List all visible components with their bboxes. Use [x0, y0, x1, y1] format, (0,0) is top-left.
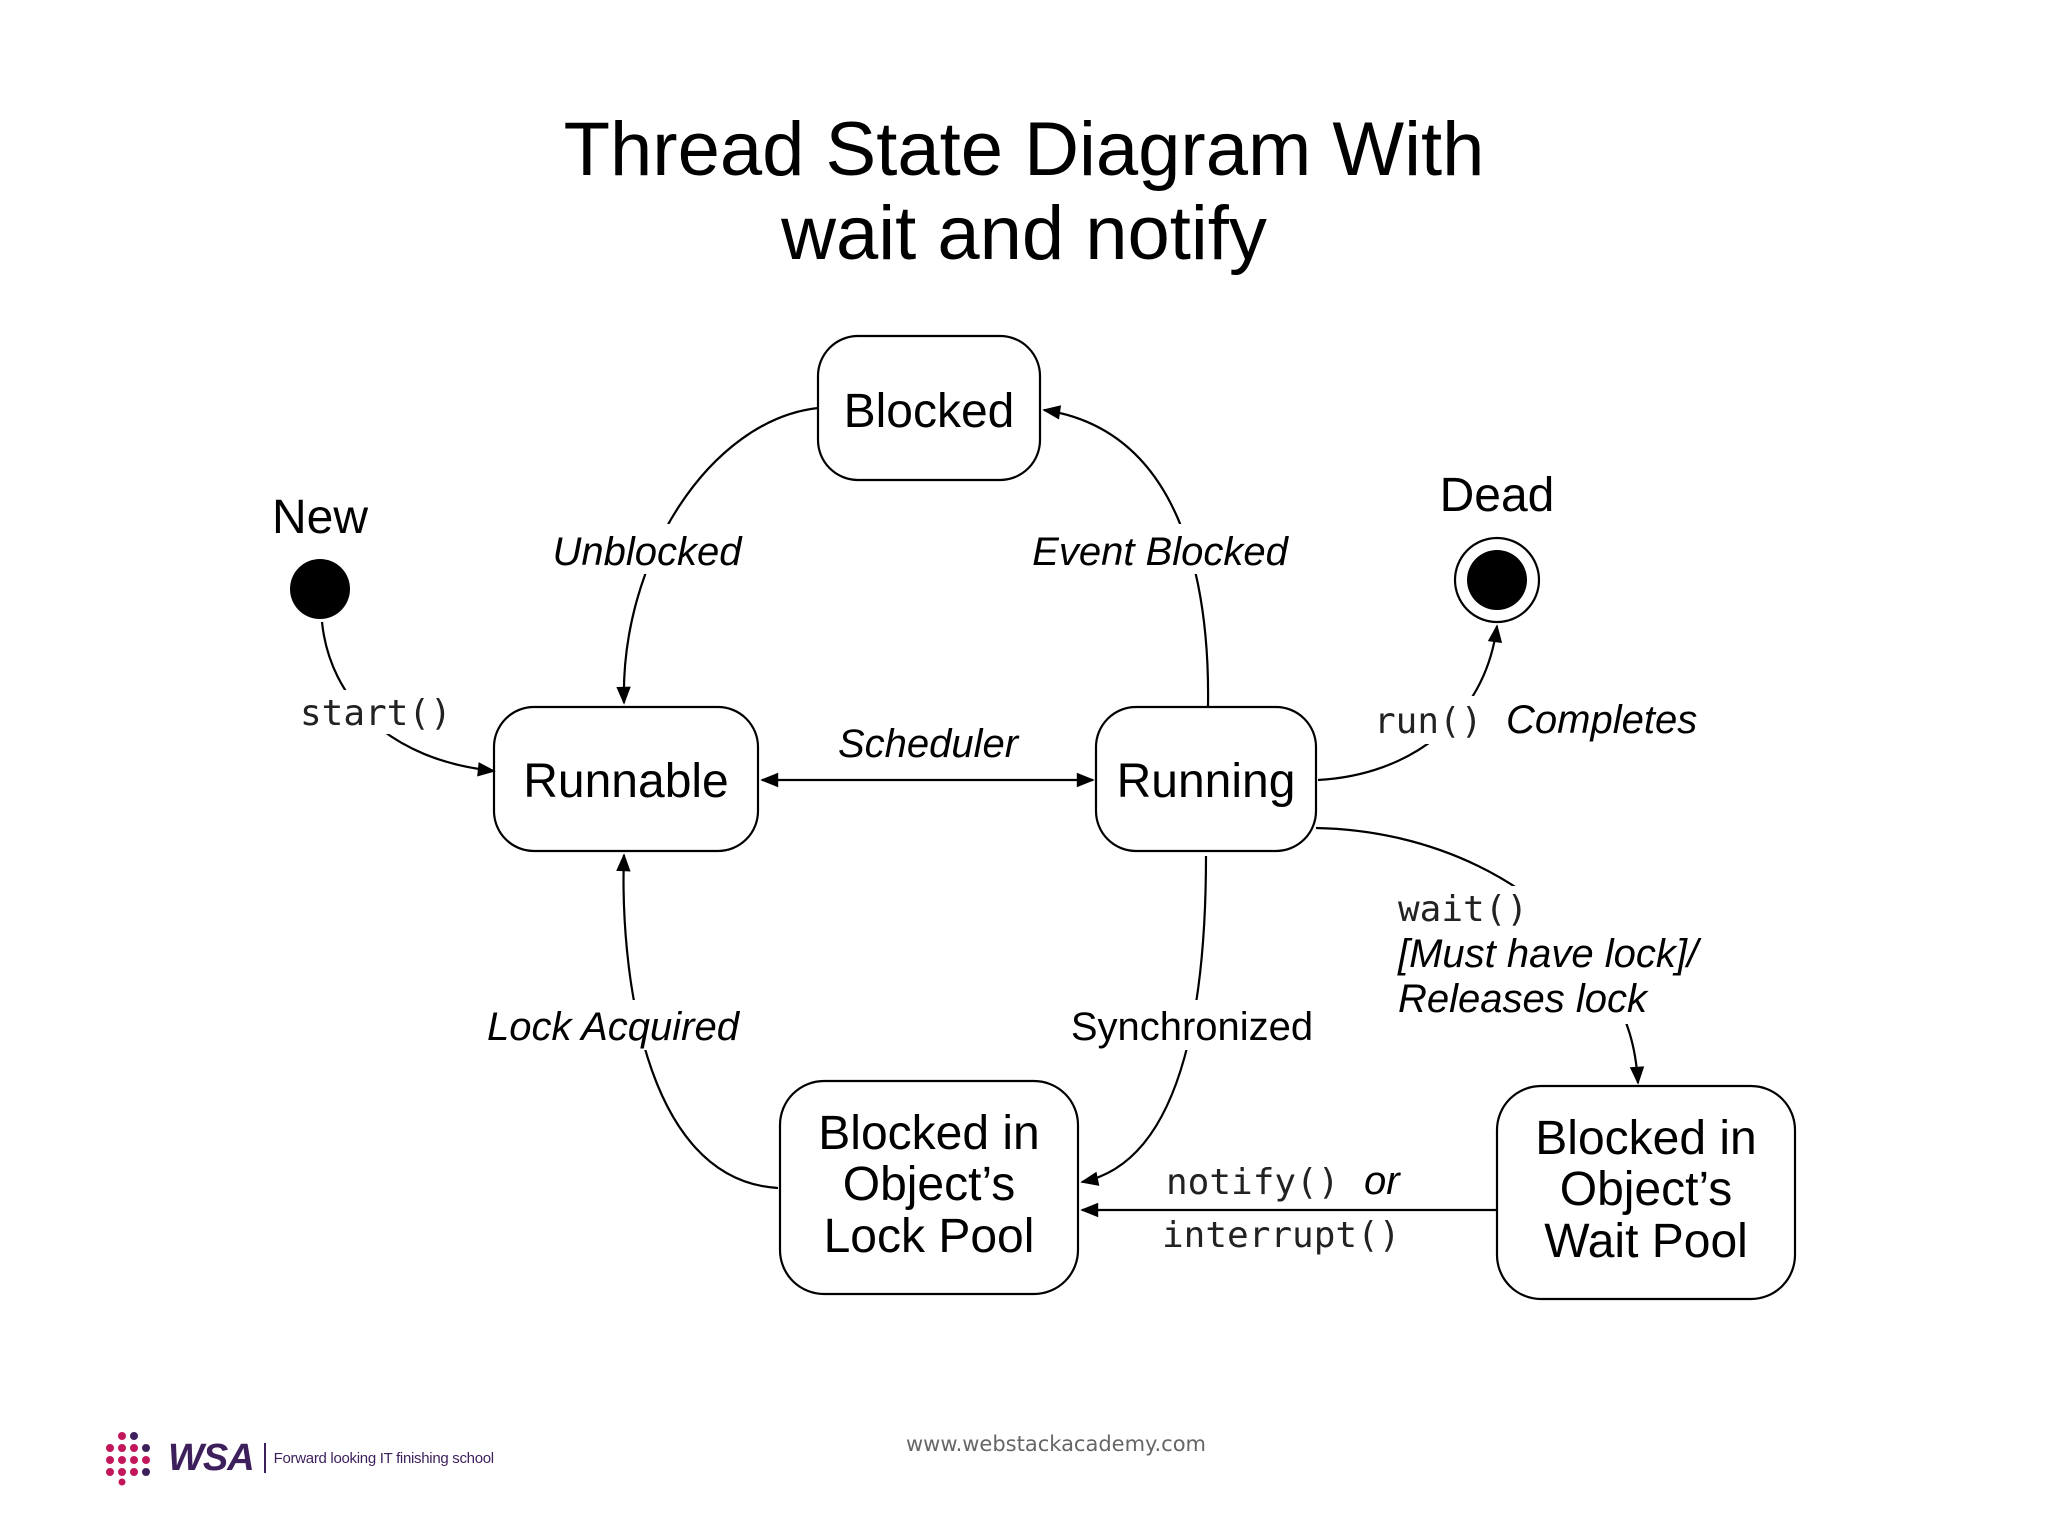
wsa-logo: WSA Forward looking IT finishing school: [102, 1430, 494, 1486]
label-run-completes: run() Completes: [1372, 696, 1712, 744]
label-event-blocked-text: Event Blocked: [1032, 530, 1289, 574]
edge-running-to-blocked: [1042, 405, 1210, 707]
label-scheduler: Scheduler: [838, 722, 1020, 766]
label-run-text: run(): [1374, 701, 1482, 742]
state-runnable: Runnable: [492, 705, 760, 853]
state-new-label: New: [272, 491, 368, 544]
label-synchronized: Synchronized: [1064, 1000, 1322, 1050]
wait-pool-line-3: Wait Pool: [1544, 1215, 1748, 1268]
state-lock-pool: Blocked in Object’s Lock Pool: [778, 1079, 1080, 1296]
state-blocked: Blocked: [816, 334, 1042, 482]
state-wait-pool: Blocked in Object’s Wait Pool: [1495, 1084, 1797, 1301]
label-releases-lock-text: Releases lock: [1398, 977, 1649, 1021]
lock-pool-line-1: Blocked in: [818, 1107, 1039, 1160]
state-dead-label: Dead: [1440, 469, 1555, 522]
initial-state-dot: [290, 559, 350, 619]
edge-blocked-to-runnable: [616, 406, 819, 705]
state-running: Running: [1094, 705, 1318, 853]
title-line-2: wait and notify: [781, 191, 1267, 276]
final-state-dot: [1467, 550, 1527, 610]
label-unblocked-text: Unblocked: [552, 530, 743, 574]
label-synchronized-text: Synchronized: [1071, 1005, 1313, 1049]
label-or-text: or: [1364, 1159, 1401, 1203]
state-running-label: Running: [1117, 755, 1296, 808]
lock-pool-line-2: Object’s: [843, 1158, 1016, 1211]
state-runnable-label: Runnable: [523, 755, 729, 808]
wait-pool-line-2: Object’s: [1560, 1163, 1733, 1216]
wait-pool-line-1: Blocked in: [1535, 1112, 1756, 1165]
label-notify-text: notify(): [1166, 1162, 1339, 1203]
label-lock-acquired-text: Lock Acquired: [487, 1005, 741, 1049]
label-wait-text: wait(): [1398, 889, 1528, 930]
slide-title: Thread State Diagram With wait and notif…: [0, 108, 2048, 276]
label-lock-acquired: Lock Acquired: [478, 1000, 748, 1050]
wsa-logo-dots-icon: [106, 1432, 150, 1486]
label-event-blocked: Event Blocked: [1022, 524, 1318, 574]
label-start: start(): [296, 690, 458, 734]
wsa-logo-word: WSA: [168, 1436, 255, 1479]
label-start-text: start(): [300, 693, 452, 734]
edge-running-to-lock-pool: [1080, 855, 1208, 1186]
label-notify-interrupt: notify() or interrupt(): [1162, 1159, 1401, 1256]
state-blocked-label: Blocked: [844, 385, 1015, 438]
footer-url: www.webstackacademy.com: [905, 1432, 1207, 1456]
label-interrupt-text: interrupt(): [1162, 1215, 1400, 1256]
lock-pool-line-3: Lock Pool: [824, 1210, 1035, 1263]
label-must-have-lock-text: [Must have lock]/: [1397, 932, 1702, 976]
wsa-logo-tagline: Forward looking IT finishing school: [273, 1449, 494, 1467]
label-unblocked: Unblocked: [545, 524, 749, 574]
title-line-1: Thread State Diagram With: [563, 107, 1485, 192]
edge-lock-pool-to-runnable: [616, 853, 779, 1190]
label-wait: wait() [Must have lock]/ Releases lock: [1396, 886, 1720, 1024]
wsa-logo-separator: [263, 1443, 266, 1473]
label-completes-text: Completes: [1506, 698, 1697, 742]
